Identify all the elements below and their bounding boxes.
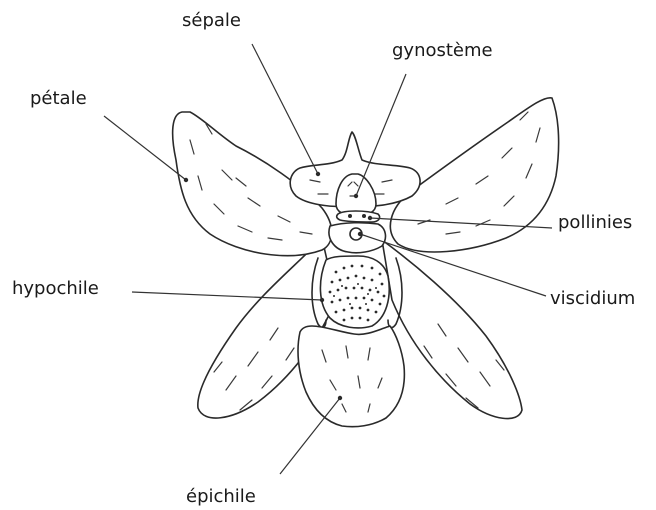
leader-sepale bbox=[252, 44, 318, 174]
leader-epichile bbox=[280, 398, 340, 474]
label-sepale: sépale bbox=[182, 10, 241, 31]
pollinia bbox=[337, 211, 380, 222]
label-viscidium: viscidium bbox=[550, 288, 635, 309]
epichile bbox=[298, 326, 404, 427]
label-epichile: épichile bbox=[186, 486, 256, 507]
label-petale: pétale bbox=[30, 88, 87, 109]
label-gynosteme: gynostème bbox=[392, 40, 493, 61]
label-hypochile: hypochile bbox=[12, 278, 99, 299]
hypochile bbox=[320, 256, 389, 328]
label-pollinies: pollinies bbox=[558, 212, 632, 233]
viscidium bbox=[329, 223, 386, 253]
